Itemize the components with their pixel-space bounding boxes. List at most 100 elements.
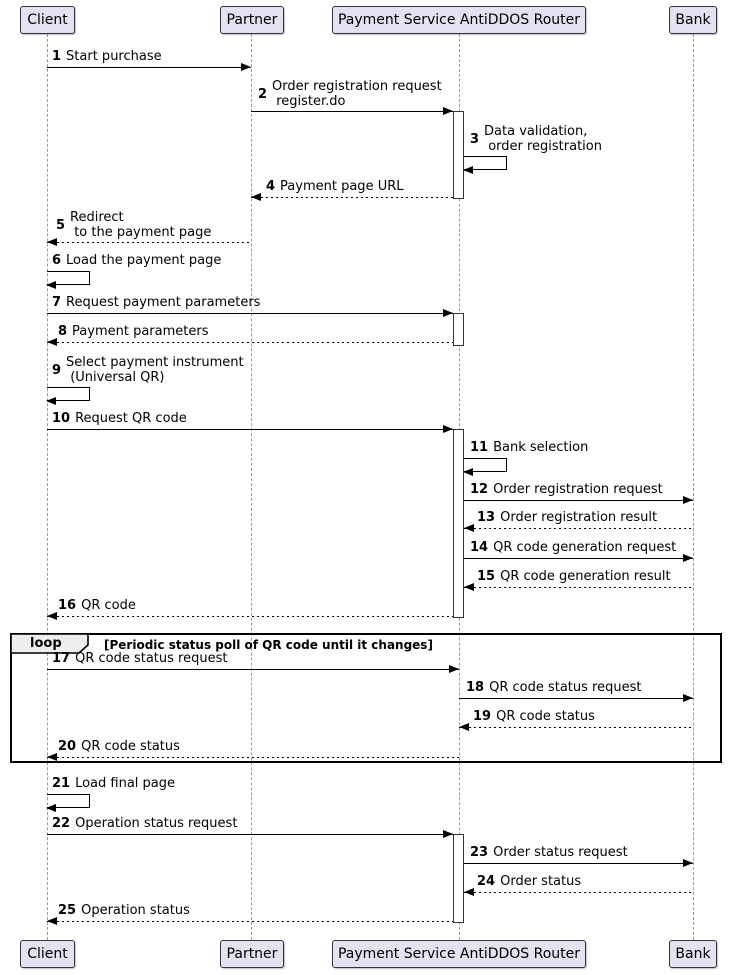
message-arrow-16 — [47, 612, 453, 621]
message-text: QR code status request — [489, 680, 642, 695]
message-text: Request payment parameters — [66, 295, 261, 310]
message-text: QR code status request — [75, 651, 228, 666]
participant-partner-bottom: Partner — [220, 940, 284, 968]
message-text: Order registration request — [493, 482, 663, 497]
message-text: Order registration request register.do — [272, 79, 442, 109]
message-text: Order status — [500, 874, 582, 889]
message-text: Order status request — [493, 845, 628, 860]
participant-partner-top: Partner — [220, 6, 284, 34]
arrowhead-icon — [443, 425, 453, 433]
arrowhead-icon — [449, 665, 459, 673]
message-label-1: 1 Start purchase — [52, 49, 162, 64]
message-arrow-13 — [464, 524, 693, 533]
participant-payment-service-bottom: Payment Service AntiDDOS Router — [332, 940, 586, 968]
arrowhead-icon — [683, 694, 693, 702]
message-text: Load final page — [75, 776, 176, 791]
arrowhead-icon — [46, 804, 56, 812]
message-number: 6 — [52, 253, 62, 268]
message-number: 14 — [470, 540, 489, 555]
message-text: Start purchase — [66, 49, 162, 64]
message-arrow-1 — [47, 63, 251, 72]
message-label-21: 21 Load final page — [52, 776, 175, 791]
participant-client-bottom: Client — [20, 940, 75, 968]
message-text: Operation status request — [75, 816, 238, 831]
message-number: 7 — [52, 295, 62, 310]
self-message-arrow-6 — [46, 271, 90, 289]
message-text: Redirect to the payment page — [70, 210, 212, 240]
message-text: QR code generation request — [493, 540, 677, 555]
message-text: Request QR code — [75, 411, 187, 426]
loop-operator-label: loop — [30, 636, 62, 651]
message-number: 19 — [473, 709, 492, 724]
participant-label: Partner — [226, 12, 278, 28]
message-arrow-4 — [251, 193, 453, 202]
message-number: 21 — [52, 776, 71, 791]
message-text: Bank selection — [493, 440, 589, 455]
loop-condition-label: [Periodic status poll of QR code until i… — [104, 638, 433, 652]
message-arrow-2 — [251, 107, 453, 116]
message-number: 23 — [470, 845, 489, 860]
message-label-18: 18 QR code status request — [466, 680, 641, 695]
arrowhead-icon — [46, 281, 56, 289]
arrowhead-icon — [46, 397, 56, 405]
arrowhead-icon — [443, 107, 453, 115]
participant-bank-bottom: Bank — [669, 940, 717, 968]
self-message-arrow-3 — [463, 156, 507, 174]
message-number: 15 — [477, 569, 496, 584]
loop-frame: loop [Periodic status poll of QR code un… — [10, 633, 722, 763]
message-number: 10 — [52, 411, 71, 426]
participant-label: Payment Service AntiDDOS Router — [337, 12, 581, 28]
message-number: 25 — [58, 903, 77, 918]
participant-client-top: Client — [20, 6, 75, 34]
message-text: Data validation, order registration — [484, 124, 602, 154]
self-message-arrow-21 — [46, 794, 90, 812]
message-arrow-15 — [464, 583, 693, 592]
message-text: Payment parameters — [72, 324, 209, 339]
arrowhead-icon — [464, 524, 474, 532]
message-text: Order registration result — [500, 510, 658, 525]
message-label-10: 10 Request QR code — [52, 411, 187, 426]
participant-label: Payment Service AntiDDOS Router — [337, 946, 581, 962]
message-number: 5 — [56, 217, 66, 233]
participant-bank-top: Bank — [669, 6, 717, 34]
message-label-12: 12 Order registration request — [470, 482, 663, 497]
message-text: Payment page URL — [280, 179, 404, 194]
participant-label: Client — [27, 12, 68, 28]
message-number: 1 — [52, 49, 62, 64]
message-label-14: 14 QR code generation request — [470, 540, 676, 555]
message-text: QR code — [81, 598, 136, 613]
message-number: 8 — [58, 324, 68, 339]
arrowhead-icon — [47, 612, 57, 620]
arrowhead-icon — [683, 496, 693, 504]
message-arrow-20 — [47, 753, 459, 762]
message-arrow-5 — [47, 238, 251, 247]
arrowhead-icon — [683, 859, 693, 867]
loop-operator-pentagon — [10, 633, 89, 654]
message-arrow-14 — [464, 554, 693, 563]
arrowhead-icon — [47, 338, 57, 346]
message-number: 18 — [466, 680, 485, 695]
message-number: 12 — [470, 482, 489, 497]
message-arrow-12 — [464, 496, 693, 505]
message-label-23: 23 Order status request — [470, 845, 628, 860]
activation-bar — [453, 313, 464, 346]
arrowhead-icon — [683, 554, 693, 562]
self-message-arrow-11 — [463, 458, 507, 476]
message-arrow-24 — [464, 888, 693, 897]
arrowhead-icon — [459, 723, 469, 731]
message-arrow-10 — [47, 425, 453, 434]
arrowhead-icon — [251, 193, 261, 201]
participant-label: Bank — [675, 946, 711, 962]
message-arrow-8 — [47, 338, 453, 347]
arrowhead-icon — [464, 583, 474, 591]
